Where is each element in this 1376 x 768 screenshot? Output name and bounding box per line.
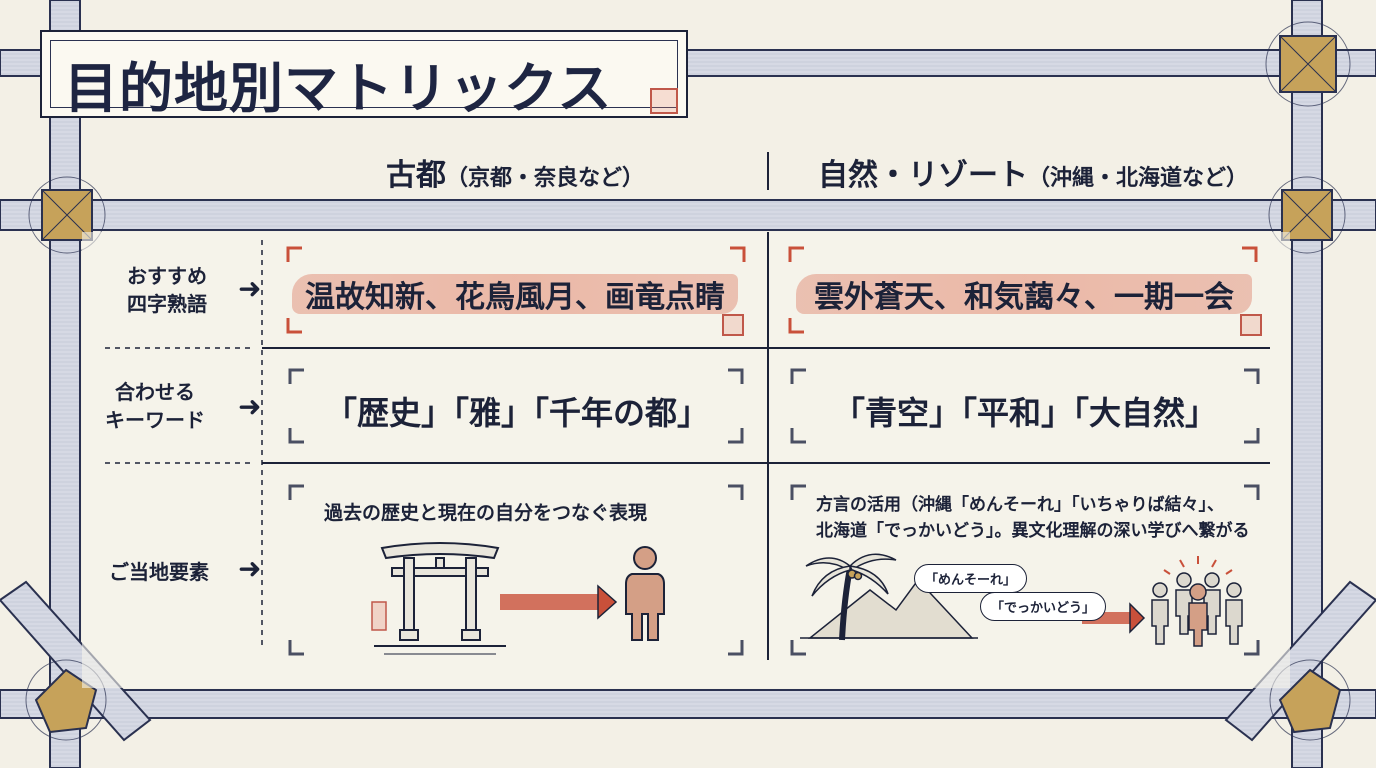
column-header-nature-sub: （沖縄・北海道など） [1028,166,1249,191]
column-header-kyoto-sub: （京都・奈良など） [446,166,645,191]
idioms-nature: 雲外蒼天、和気藹々、一期一会 [796,266,1252,322]
seal-stamp [650,88,678,114]
people-group-icon [1151,572,1243,647]
local-desc-nature-1: 方言の活用（沖縄「めんそーれ」「いちゃりば結々」、 [816,495,1224,515]
speech-bubble-dekkaido: 「でっかいどう」 [980,592,1107,621]
row-label-idioms: おすすめ 四字熟語 [127,264,207,316]
column-header-nature: 自然・リゾート（沖縄・北海道など） [818,150,1248,194]
arrow-icon: ➜ [238,552,262,585]
mountain-icon [800,578,978,639]
arrow-icon [1082,602,1146,634]
keywords-kyoto: 「歴史」「雅」「千年の都」 [324,394,709,432]
seal-stamp [722,314,744,336]
seal-stamp [371,601,387,631]
seal-stamp [1240,314,1262,336]
local-desc-kyoto: 過去の歴史と現在の自分をつなぐ表現 [324,502,648,524]
page-title: 目的地別マトリックス [64,57,613,120]
torii-icon [374,542,506,655]
idioms-kyoto: 温故知新、花鳥風月、画竜点睛 [292,266,738,322]
speech-bubble-mensore: 「めんそーれ」 [914,564,1028,593]
column-header-kyoto: 古都（京都・奈良など） [386,150,644,194]
arrow-icon: ➜ [238,390,262,423]
kyoto-illustration [371,542,665,655]
column-header-nature-main: 自然・リゾート [818,158,1028,193]
column-header-kyoto-main: 古都 [386,158,446,193]
row-label-keywords: 合わせる キーワード [105,380,205,432]
palm-tree-icon [805,553,897,641]
keywords-nature: 「青空」「平和」「大自然」 [832,394,1217,432]
row-label-local: ご当地要素 [109,560,209,584]
person-icon [625,546,665,641]
arrow-icon: ➜ [238,272,262,305]
arrow-icon [500,584,618,620]
nature-illustration [800,553,1243,647]
local-desc-nature-2: 北海道「でっかいどう」。異文化理解の深い学びへ繋がる [816,521,1250,541]
title-box: 目的地別マトリックス [40,30,688,120]
